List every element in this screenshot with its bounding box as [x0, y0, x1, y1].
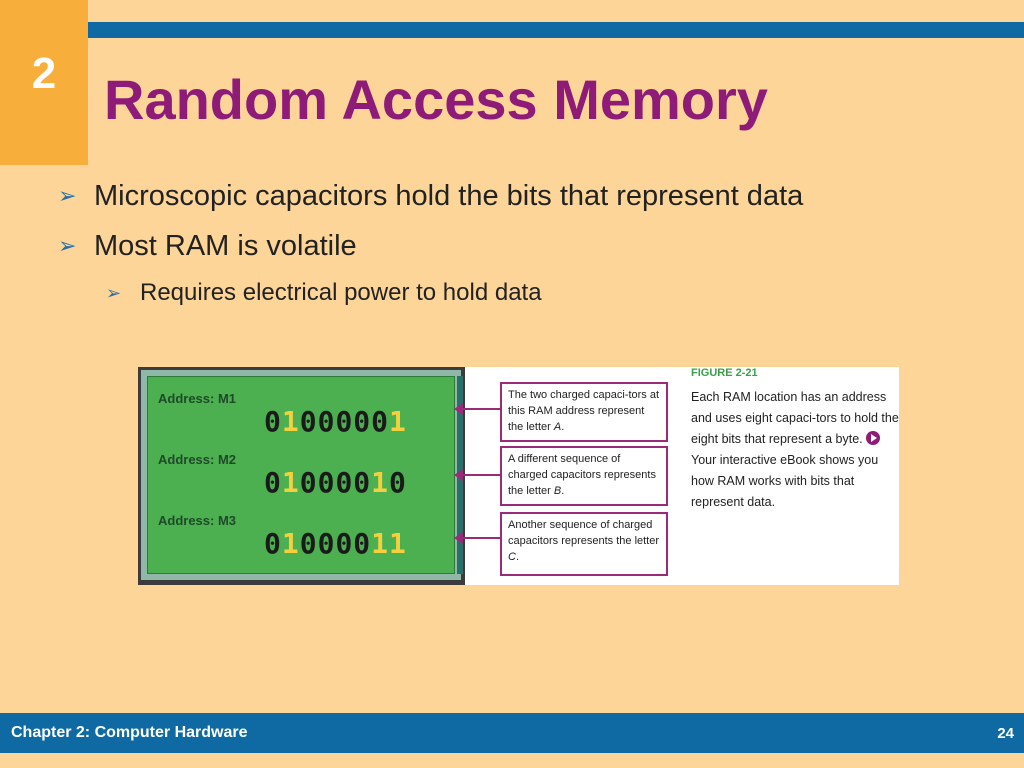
uncharged-bit: 0	[335, 466, 354, 499]
uncharged-bit: 0	[335, 405, 354, 438]
uncharged-bit: 0	[299, 527, 318, 560]
callout-arrow	[454, 532, 500, 544]
uncharged-bit: 0	[264, 405, 282, 438]
bullet-list: ➢ Microscopic capacitors hold the bits t…	[58, 178, 998, 308]
charged-bit: 1	[371, 466, 390, 499]
uncharged-bit: 0	[264, 466, 282, 499]
uncharged-bit: 0	[353, 405, 372, 438]
slide-title: Random Access Memory	[104, 68, 768, 131]
ram-chip: Address: M1 01000001 Address: M2 0100001…	[147, 376, 455, 574]
uncharged-bit: 0	[317, 527, 336, 560]
uncharged-bit: 0	[389, 466, 407, 499]
ram-figure: Address: M1 01000001 Address: M2 0100001…	[138, 367, 899, 585]
page-number: 24	[997, 725, 1014, 742]
bullet-item: ➢ Microscopic capacitors hold the bits t…	[58, 178, 998, 214]
callout-arrow	[454, 403, 500, 415]
ram-board: Address: M1 01000001 Address: M2 0100001…	[138, 367, 465, 585]
callout-box: A different sequence of charged capacito…	[500, 446, 668, 506]
uncharged-bit: 0	[335, 527, 354, 560]
address-label: Address: M3	[158, 513, 237, 528]
sub-bullet-item: ➢ Requires electrical power to hold data	[58, 278, 998, 308]
uncharged-bit: 0	[317, 405, 336, 438]
charged-bit: 1	[371, 527, 390, 560]
chapter-number-box: 2	[0, 0, 88, 165]
chapter-number: 2	[31, 49, 57, 98]
sub-bullet-text: Requires electrical power to hold data	[140, 279, 542, 306]
bullet-item: ➢ Most RAM is volatile	[58, 228, 998, 264]
uncharged-bit: 0	[299, 466, 318, 499]
uncharged-bit: 0	[299, 405, 318, 438]
arrow-bullet-icon: ➢	[58, 183, 77, 208]
bullet-text: Most RAM is volatile	[94, 230, 357, 262]
uncharged-bit: 0	[353, 466, 372, 499]
charged-bit: 1	[389, 527, 407, 560]
callout-box: The two charged capaci-tors at this RAM …	[500, 382, 668, 442]
charged-bit: 1	[281, 405, 300, 438]
footer-bar: Chapter 2: Computer Hardware 24	[0, 713, 1024, 753]
figure-label: FIGURE 2-21	[691, 367, 758, 379]
arrow-bullet-icon: ➢	[106, 283, 122, 303]
play-icon[interactable]	[866, 431, 881, 445]
callout-box: Another sequence of charged capacitors r…	[500, 512, 668, 576]
figure-caption: Each RAM location has an address and use…	[691, 390, 899, 509]
bit-sequence: 01000001	[264, 405, 407, 438]
address-label: Address: M2	[158, 452, 237, 467]
bit-sequence: 01000010	[264, 466, 407, 499]
address-label: Address: M1	[158, 391, 237, 406]
charged-bit: 1	[281, 527, 300, 560]
bullet-text: Microscopic capacitors hold the bits tha…	[94, 180, 804, 212]
footer-chapter-title: Chapter 2: Computer Hardware	[11, 724, 248, 741]
callout-arrow	[454, 469, 500, 481]
uncharged-bit: 0	[264, 527, 282, 560]
uncharged-bit: 0	[371, 405, 390, 438]
uncharged-bit: 0	[353, 527, 372, 560]
uncharged-bit: 0	[317, 466, 336, 499]
bit-sequence: 01000011	[264, 527, 407, 560]
charged-bit: 1	[281, 466, 300, 499]
top-bar	[0, 22, 1024, 38]
charged-bit: 1	[389, 405, 407, 438]
arrow-bullet-icon: ➢	[58, 233, 77, 258]
